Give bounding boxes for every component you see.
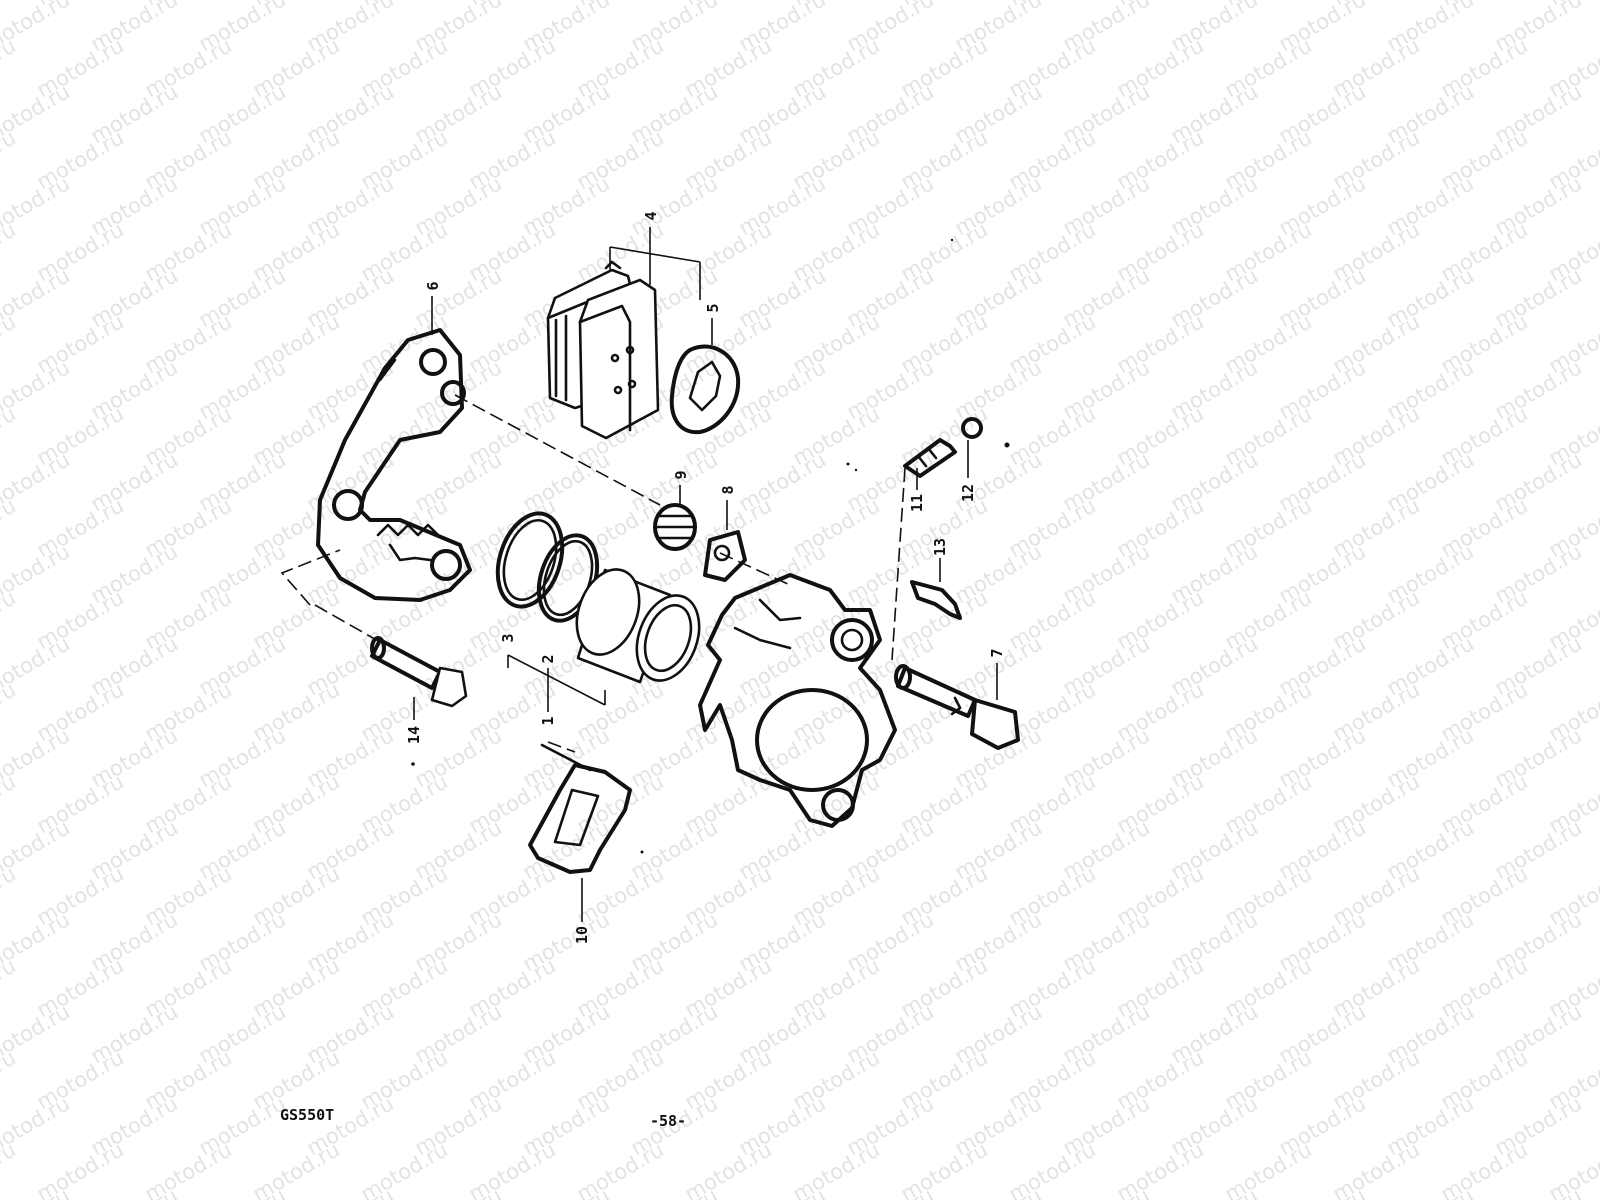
- watermark-text: motod.ru: [0, 953, 20, 1022]
- watermark-text: motod.ru: [411, 1183, 506, 1200]
- watermark-text: motod.ru: [0, 401, 20, 470]
- watermark-text: motod.ru: [789, 1137, 884, 1200]
- watermark-text: motod.ru: [33, 1137, 128, 1200]
- part-label-11: 11: [908, 494, 926, 512]
- watermark-text: motod.ru: [1059, 1183, 1154, 1200]
- watermark-text: motod.ru: [1275, 1183, 1370, 1200]
- part-label-12: 12: [959, 484, 977, 502]
- leader-lines: [413, 227, 998, 922]
- part-label-7: 7: [988, 648, 1006, 657]
- watermark-text: motod.ru: [0, 217, 20, 286]
- watermark-text: motod.ru: [303, 1183, 398, 1200]
- watermark-text: motod.ru: [0, 1137, 20, 1200]
- part-label-8: 8: [719, 485, 737, 494]
- watermark-text: motod.ru: [0, 125, 20, 194]
- watermark-text: motod.ru: [1491, 1183, 1586, 1200]
- watermark-text: motod.ru: [681, 1137, 776, 1200]
- watermark-text: motod.ru: [1221, 1137, 1316, 1200]
- watermark-text: motod.ru: [0, 493, 20, 562]
- watermark-text: motod.ru: [1329, 1137, 1424, 1200]
- watermark-text: motod.ru: [1113, 1137, 1208, 1200]
- shim-drawing: [669, 344, 741, 435]
- watermark-text: motod.ru: [0, 309, 20, 378]
- part-label-5: 5: [704, 303, 722, 312]
- watermark-text: motod.ru: [0, 861, 20, 930]
- part-label-1: 1: [539, 716, 557, 725]
- alignment-lines: [280, 394, 906, 753]
- watermark-text: motod.ru: [87, 1183, 182, 1200]
- part-label-2: 2: [539, 654, 557, 663]
- watermark-text: motod.ru: [0, 1045, 20, 1114]
- watermark-text: motod.ru: [0, 677, 20, 746]
- caliper-body-drawing: [698, 573, 897, 828]
- part-label-13: 13: [931, 538, 949, 556]
- watermark-text: motod.ru: [519, 1183, 614, 1200]
- watermark-text: motod.ru: [249, 1137, 344, 1200]
- watermark-text: motod.ru: [573, 1137, 668, 1200]
- part-label-6: 6: [424, 281, 442, 290]
- watermark-text: motod.ru: [1437, 1137, 1532, 1200]
- caliper-pin-drawing: [894, 664, 1020, 750]
- brake-pads-drawing: [546, 260, 660, 440]
- watermark-text: motod.ru: [195, 1183, 290, 1200]
- watermark-text: motod.ru: [627, 1183, 722, 1200]
- model-code: GS550T: [280, 1106, 334, 1124]
- watermark-text: motod.ru: [0, 0, 20, 10]
- watermark-text: motod.ru: [357, 1137, 452, 1200]
- watermark-text: motod.ru: [1383, 1183, 1478, 1200]
- caliper-holder-drawing: [316, 328, 472, 602]
- watermark-text: motod.ru: [0, 33, 20, 102]
- watermark-text: motod.ru: [735, 1183, 830, 1200]
- pad-spring-drawing: [528, 743, 632, 874]
- bolt-drawing: [370, 636, 468, 708]
- piston-drawing: [575, 568, 701, 684]
- watermark-text: motod.ru: [141, 1137, 236, 1200]
- watermark-text: motod.ru: [1167, 1183, 1262, 1200]
- part-label-14: 14: [405, 726, 423, 744]
- watermark-text: motod.ru: [843, 1183, 938, 1200]
- watermark-text: motod.ru: [465, 1137, 560, 1200]
- boot-and-ring-drawing: [653, 503, 747, 582]
- watermark-text: motod.ru: [1005, 1137, 1100, 1200]
- part-labels: 4 5 6 9 8 11 12 13 7 3 2 1 14 10: [405, 211, 1006, 944]
- part-label-4: 4: [642, 211, 660, 220]
- watermark-text: motod.ru: [0, 585, 20, 654]
- part-label-10: 10: [573, 926, 591, 944]
- watermark-text: motod.ru: [897, 1137, 992, 1200]
- scan-specks: [411, 238, 1010, 854]
- part-label-3: 3: [499, 633, 517, 642]
- watermark-text: motod.ru: [951, 1183, 1046, 1200]
- watermark-text: motod.ru: [0, 769, 20, 838]
- part-label-9: 9: [672, 470, 690, 479]
- page-number: -58-: [650, 1112, 686, 1130]
